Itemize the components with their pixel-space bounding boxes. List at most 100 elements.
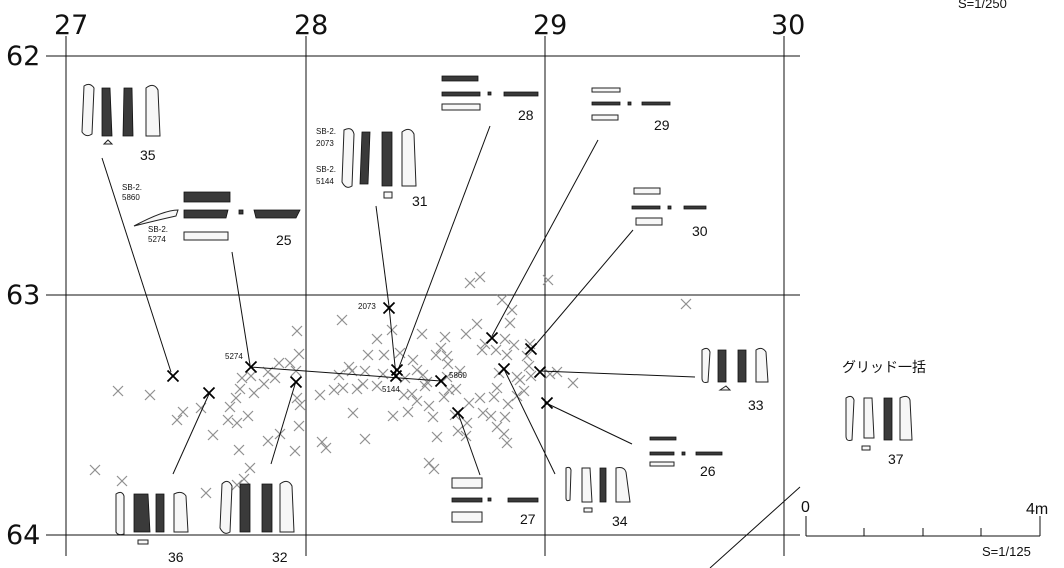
grid-batch-label: グリッド一括 — [842, 360, 926, 376]
scatter-cross — [351, 383, 363, 395]
scatter-cross — [258, 378, 270, 390]
x-label-30: 30 — [771, 10, 805, 41]
find-cross — [166, 369, 180, 383]
scatter-cross — [518, 385, 530, 397]
scatter-cross — [471, 318, 483, 330]
scatter-cross — [316, 436, 328, 448]
note-31-bottom-num: 5144 — [316, 177, 334, 186]
highlighted-finds — [166, 301, 554, 420]
scatter-cross — [269, 372, 281, 384]
scatter-cross — [371, 333, 383, 345]
scatter-cross — [464, 277, 476, 289]
artifact-drawing-25: SB-2. 5860 SB-2. 5274 25 — [122, 183, 301, 248]
scatter-cross — [501, 437, 513, 449]
conjoin-label-5860: 5860 — [449, 371, 467, 380]
note-31-bottom: SB-2. — [316, 165, 336, 174]
conjoin-line-2073-5144 — [388, 305, 397, 377]
conjoin-label-5144: 5144 — [382, 385, 400, 394]
artifact-drawing-36: 36 — [115, 491, 189, 565]
artifact-drawing-29: 29 — [591, 87, 671, 133]
artifact-number-36: 36 — [168, 549, 184, 565]
leader-lines — [101, 125, 801, 568]
scatter-cross — [245, 370, 257, 382]
scatter-cross — [262, 435, 274, 447]
scatter-cross — [359, 433, 371, 445]
artifact-number-34: 34 — [612, 513, 628, 529]
leader-26 — [545, 402, 633, 445]
leader-33 — [539, 370, 696, 378]
leader-36 — [172, 393, 210, 475]
scatter-cross — [290, 365, 302, 377]
scatter-cross — [333, 369, 345, 381]
find-cross — [451, 406, 465, 420]
scatter-cross — [506, 304, 518, 316]
scatter-cross — [428, 463, 440, 475]
scatter-cross — [402, 406, 414, 418]
scatter-cross — [234, 383, 246, 395]
scatter-cross — [499, 411, 511, 423]
artifact-number-30: 30 — [692, 223, 708, 239]
scatter-cross — [371, 380, 383, 392]
y-label-62: 62 — [6, 41, 40, 72]
leader-32 — [270, 380, 297, 465]
scatter-cross — [502, 398, 514, 410]
find-cross — [540, 396, 554, 410]
scatter-cross — [89, 464, 101, 476]
scatter-cross — [442, 358, 454, 370]
scatter-cross — [417, 369, 429, 381]
note-25-top-num: 5860 — [122, 193, 140, 202]
scatter-cross — [454, 365, 466, 377]
find-cross — [244, 360, 258, 374]
scatter-cross — [387, 410, 399, 422]
artifact-drawing-37: 37 — [845, 395, 913, 467]
scale-bar: 0 4m S=1/125 — [801, 499, 1048, 559]
note-25-top: SB-2. — [122, 183, 142, 192]
scale-diagonal — [709, 486, 801, 568]
scatter-cross — [273, 357, 285, 369]
x-label-27: 27 — [54, 10, 88, 41]
scatter-cross — [463, 397, 475, 409]
artifact-drawing-28: 28 — [441, 75, 539, 123]
scatter-cross — [230, 392, 242, 404]
artifact-drawing-31: SB-2. 2073 SB-2. 5144 31 — [316, 127, 428, 209]
scatter-cross — [521, 350, 533, 362]
find-cross — [485, 331, 499, 345]
scale-end-label: 4m — [1026, 501, 1048, 518]
scatter-cross — [474, 392, 486, 404]
scatter-cross — [490, 344, 502, 356]
scatter-cross — [501, 349, 513, 361]
scatter-cross — [207, 429, 219, 441]
scatter-cross — [407, 354, 419, 366]
scatter-cross — [336, 314, 348, 326]
artifact-drawing-30: 30 — [631, 187, 708, 239]
scatter-cross — [491, 382, 503, 394]
scatter-cross — [289, 445, 301, 457]
artifact-drawing-33: 33 — [701, 347, 769, 413]
scatter-cross — [359, 365, 371, 377]
conjoin-line-5274-5860 — [249, 366, 442, 382]
find-cross — [382, 301, 396, 315]
scatter-cross — [378, 349, 390, 361]
scatter-cross — [450, 383, 462, 395]
scatter-cross — [523, 360, 535, 372]
scatter-cross — [144, 389, 156, 401]
scatter-cross — [423, 400, 435, 412]
leader-29 — [491, 139, 599, 337]
scatter-cross — [293, 420, 305, 432]
grid-lines — [46, 36, 800, 556]
scatter-cross — [419, 380, 431, 392]
leader-28 — [397, 125, 491, 371]
scatter-cross — [222, 414, 234, 426]
scatter-cross — [499, 333, 511, 345]
scatter-cross — [438, 391, 450, 403]
scale-ratio-label: S=1/125 — [982, 544, 1031, 559]
scatter-cross — [233, 444, 245, 456]
scatter-cross — [441, 371, 453, 383]
artifact-number-31: 31 — [412, 193, 428, 209]
scatter-cross — [680, 298, 692, 310]
find-cross — [389, 369, 403, 383]
scatter-cross — [461, 417, 473, 429]
scatter-cross — [314, 389, 326, 401]
scatter-cross — [224, 401, 236, 413]
